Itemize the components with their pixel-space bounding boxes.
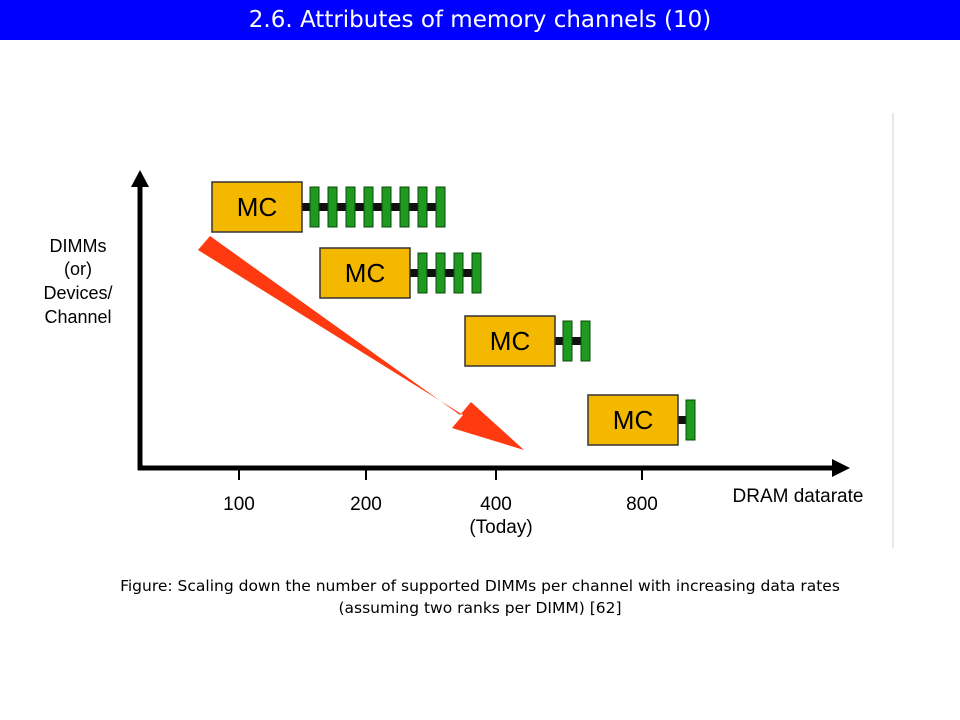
x-tick-label: 200 (350, 494, 382, 515)
x-axis-label: DRAM datarate (733, 486, 864, 507)
x-axis-arrowhead (832, 459, 850, 477)
dimm-module (453, 252, 464, 294)
title-bar: 2.6. Attributes of memory channels (10) (0, 0, 960, 40)
memory-controller-box (211, 181, 303, 233)
slide-title: 2.6. Attributes of memory channels (10) (248, 7, 712, 33)
memory-controller-label: MC (613, 405, 653, 435)
y-axis-label-line: Devices/ (43, 283, 112, 303)
dimm-module (471, 252, 482, 294)
today-label: (Today) (469, 517, 532, 538)
x-tick-label: 800 (626, 494, 658, 515)
dimm-module (309, 186, 320, 228)
dimm-module (327, 186, 338, 228)
dimm-module (435, 186, 446, 228)
y-axis-label-line: DIMMs (50, 236, 107, 256)
y-axis-arrowhead (131, 170, 149, 187)
dimm-module (580, 320, 591, 362)
decreasing-trend-arrow (198, 236, 524, 450)
dimm-module (381, 186, 392, 228)
dimm-module (345, 186, 356, 228)
dimm-module (562, 320, 573, 362)
figure-caption: Figure: Scaling down the number of suppo… (20, 575, 940, 619)
x-tick-label: 400 (480, 494, 512, 515)
memory-controller-box (464, 315, 556, 367)
dimm-module (399, 186, 410, 228)
dimm-module (435, 252, 446, 294)
caption-line: (assuming two ranks per DIMM) [62] (338, 599, 622, 617)
dimm-module (417, 252, 428, 294)
x-tick-label: 100 (223, 494, 255, 515)
memory-controller-label: MC (237, 192, 277, 222)
y-axis-label-line: Channel (44, 307, 111, 327)
caption-line: Figure: Scaling down the number of suppo… (120, 577, 840, 595)
dimm-module (685, 399, 696, 441)
memory-controller-box (587, 394, 679, 446)
memory-controller-label: MC (490, 326, 530, 356)
dimm-module (417, 186, 428, 228)
controllers-group: MC MC MC MC (211, 181, 696, 446)
memory-controller-box (319, 247, 411, 299)
memory-controller-label: MC (345, 258, 385, 288)
y-axis-label-line: (or) (64, 259, 92, 279)
dimm-module (363, 186, 374, 228)
